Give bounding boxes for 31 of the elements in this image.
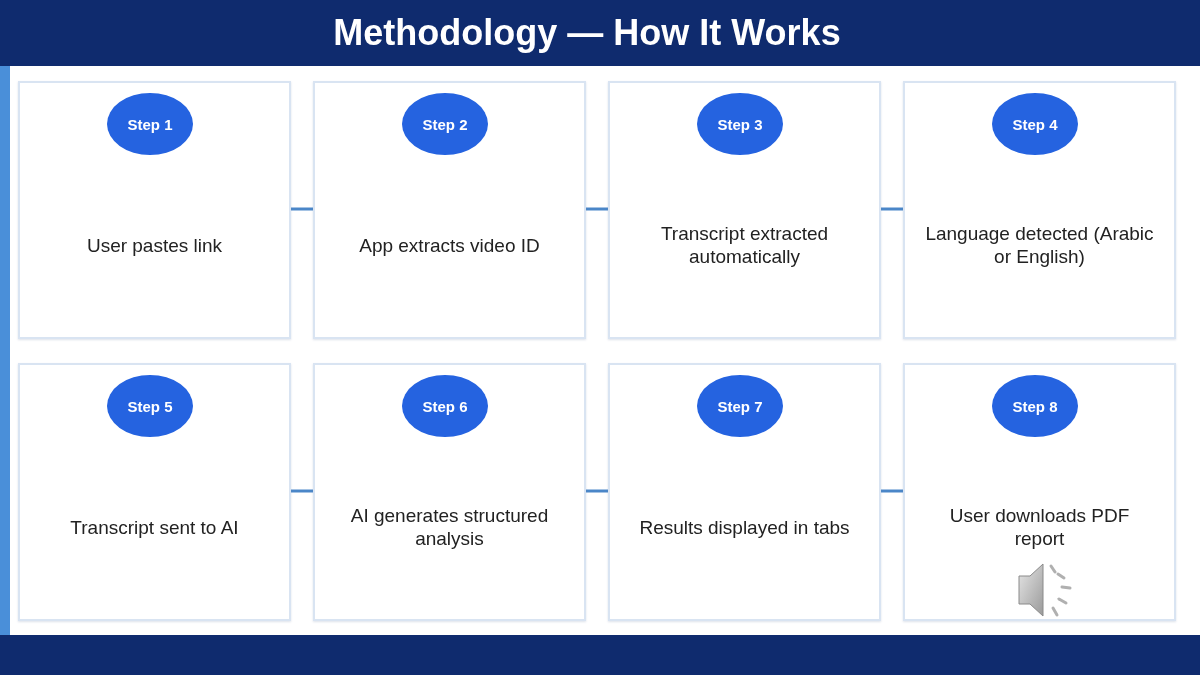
step-description: Language detected (Arabic or English) (924, 222, 1155, 268)
connector-line (881, 207, 903, 211)
step-card (313, 81, 586, 339)
step-oval: Step 2 (402, 93, 488, 155)
step-description: Transcript sent to AI (70, 515, 239, 539)
step-card (313, 363, 586, 621)
step-card (903, 81, 1176, 339)
step-card (608, 81, 881, 339)
step-description: AI generates structured analysis (349, 504, 550, 550)
step-oval: Step 3 (697, 93, 783, 155)
step-oval: Step 7 (697, 375, 783, 437)
step-oval: Step 1 (107, 93, 193, 155)
step-oval: Step 6 (402, 375, 488, 437)
connector-line (586, 207, 608, 211)
connector-line (291, 489, 313, 493)
step-card (903, 363, 1176, 621)
connector-line (586, 489, 608, 493)
connector-line (881, 489, 903, 493)
step-card (18, 81, 291, 339)
step-card (608, 363, 881, 621)
step-card (18, 363, 291, 621)
step-description: App extracts video ID (359, 233, 540, 257)
connector-line (291, 207, 313, 211)
slide-title: Methodology — How It Works (333, 11, 841, 55)
step-oval: Step 8 (992, 375, 1078, 437)
step-description: User downloads PDF report (948, 504, 1131, 550)
step-oval: Step 4 (992, 93, 1078, 155)
step-description: User pastes link (86, 233, 223, 257)
step-description: Transcript extracted automatically (659, 222, 830, 268)
step-description: Results displayed in tabs (639, 515, 850, 539)
step-oval: Step 5 (107, 375, 193, 437)
